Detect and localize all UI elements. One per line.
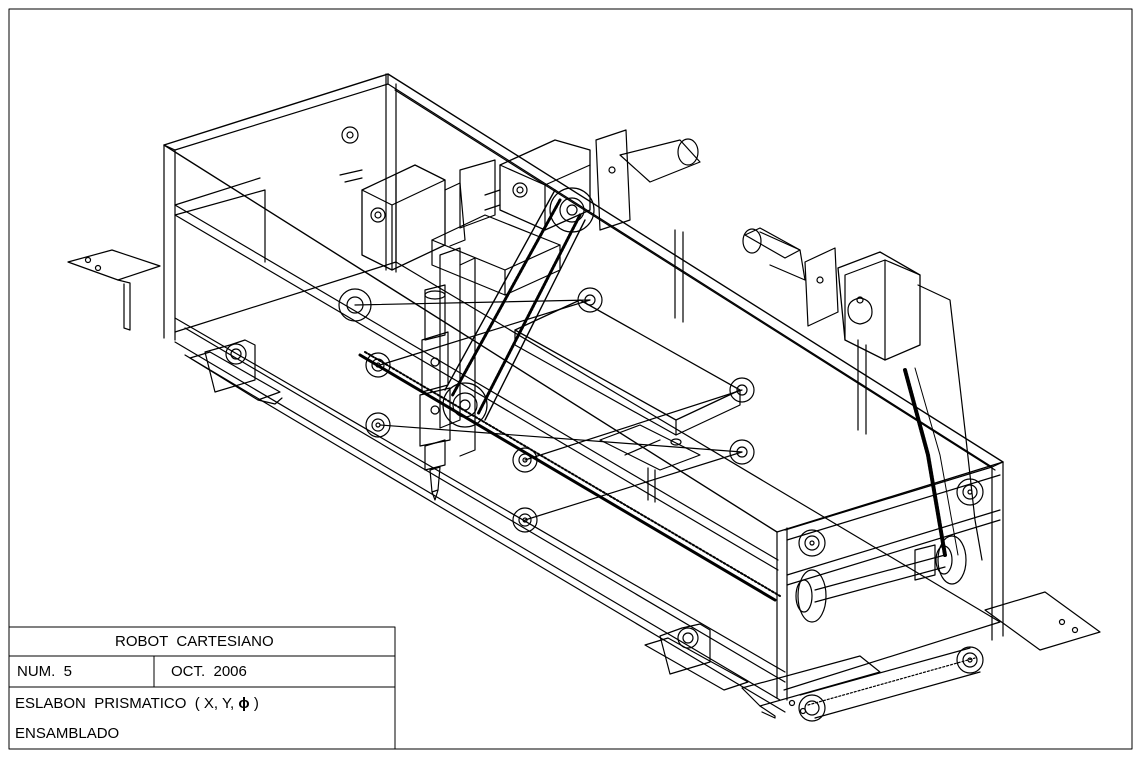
- pillow-block-right: [644, 623, 749, 691]
- phi-symbol: ϕ: [238, 695, 250, 712]
- pillow-block-left: [189, 339, 283, 405]
- title-block-lines: [8, 626, 396, 750]
- belt-drive: [442, 187, 595, 428]
- drawing-border: [8, 8, 1133, 750]
- z-column: [419, 214, 561, 501]
- front-shaft: [795, 535, 967, 623]
- right-belt: [903, 284, 983, 561]
- title-block: ROBOT CARTESIANO NUM. 5 OCT. 2006 ESLABO…: [9, 627, 395, 749]
- motor-top-right: [484, 129, 701, 231]
- y-rack: [358, 351, 781, 602]
- right-mounting-bracket: [984, 591, 1101, 651]
- title-block-date: OCT. 2006: [171, 663, 247, 680]
- y-carriage: [514, 299, 741, 471]
- title-block-description: ESLABON PRISMATICO ( X, Y, ϕ ): [15, 695, 259, 712]
- rollers: [338, 126, 984, 722]
- left-mounting-bracket: [67, 249, 161, 331]
- inner-shafts: [354, 299, 743, 521]
- front-belt: [799, 647, 981, 719]
- motor-right: [742, 227, 921, 361]
- title-block-title: ROBOT CARTESIANO: [115, 633, 274, 650]
- title-block-subtitle: ENSAMBLADO: [15, 725, 120, 742]
- front-mounting-bracket: [741, 655, 881, 719]
- frame-structure: [163, 73, 1004, 713]
- title-block-number: NUM. 5: [17, 663, 73, 680]
- motor-top-left: [339, 159, 496, 271]
